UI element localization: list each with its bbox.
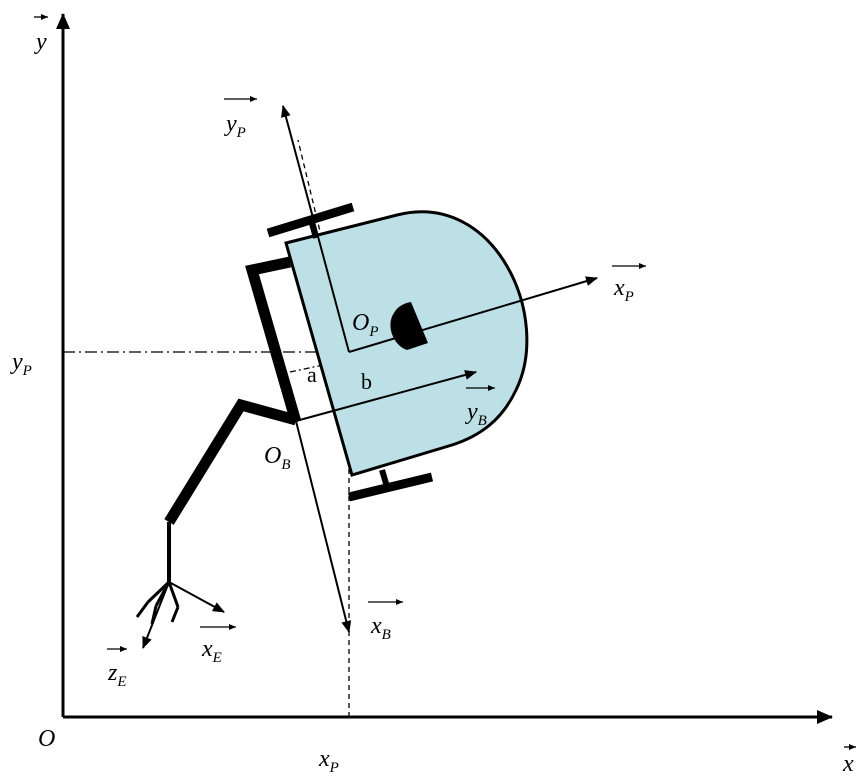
xp-label: xP <box>318 746 339 776</box>
arm-base-x-axis <box>295 420 352 633</box>
platform-y-axis-label: yP <box>224 111 246 141</box>
platform-x-axis <box>348 276 598 353</box>
gripper <box>135 580 180 625</box>
end-effector-x-label: xE <box>201 636 222 666</box>
world-y-label: y <box>34 29 47 55</box>
end-effector-z-axis <box>142 581 170 649</box>
arm-base-origin-label: OB <box>264 443 291 473</box>
manipulator-arm <box>164 398 298 525</box>
arm-base-y-axis-label: yB <box>465 399 487 429</box>
platform-x-axis-label: xP <box>613 275 634 305</box>
end-effector-z-label: zE <box>107 660 127 690</box>
offset-a-label: a <box>307 362 317 387</box>
top-wheel-axle <box>308 219 319 239</box>
arm-base-frame <box>245 256 302 424</box>
platform-origin-label: OP <box>352 310 379 340</box>
bottom-wheel <box>347 472 434 502</box>
offset-b-label: b <box>361 369 372 394</box>
origin-label: O <box>38 726 55 752</box>
yp-label: yP <box>10 349 32 379</box>
platform-y-axis <box>281 105 350 353</box>
end-effector-x-axis <box>168 581 225 613</box>
camera-sensor <box>390 302 428 350</box>
top-wheel <box>266 202 355 238</box>
world-x-label: x <box>842 751 854 776</box>
bottom-wheel-axle <box>379 469 391 491</box>
arm-base-x-axis-label: xB <box>370 613 391 643</box>
offset-a-line <box>289 359 348 373</box>
arm-base-y-axis <box>295 370 477 422</box>
